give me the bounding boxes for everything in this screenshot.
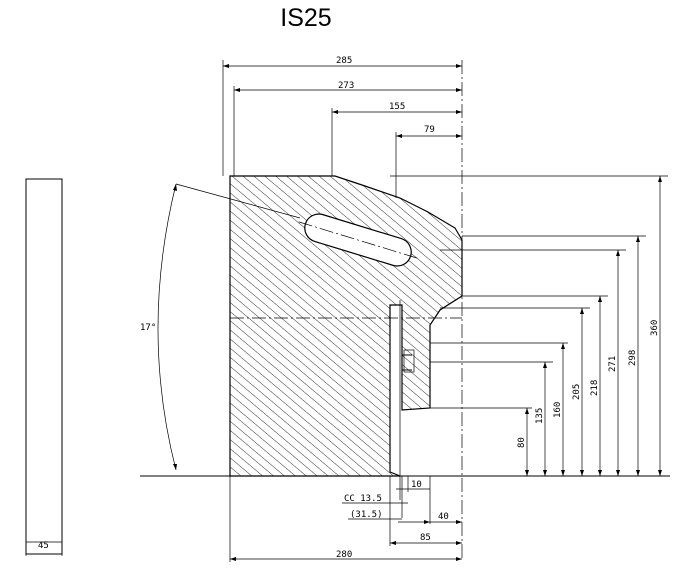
dim-79 xyxy=(396,134,462,138)
dim-135 xyxy=(543,362,547,476)
dim-135-label: 135 xyxy=(535,408,545,424)
dim-205-label: 205 xyxy=(572,384,582,400)
slot-hole xyxy=(298,213,418,267)
dim-280-label: 280 xyxy=(336,550,352,560)
dim-155-label: 155 xyxy=(389,102,405,112)
dim-273-label: 273 xyxy=(338,81,354,91)
main-profile-section xyxy=(229,175,463,477)
dim-85-label: 85 xyxy=(420,533,431,543)
dim-160 xyxy=(561,343,565,476)
bolt-detail xyxy=(403,349,415,373)
dim-40-label: 40 xyxy=(438,512,449,522)
dim-cc-label: CC 13.5 xyxy=(344,494,382,504)
dim-80-label: 80 xyxy=(517,437,527,448)
dim-271-label: 271 xyxy=(608,356,618,372)
dim-218 xyxy=(598,296,602,476)
dim-79-label: 79 xyxy=(424,125,435,135)
dim-360 xyxy=(658,176,662,476)
side-bar-profile xyxy=(25,178,63,556)
dim-315-label: (31.5) xyxy=(350,510,383,520)
dim-160-label: 160 xyxy=(553,402,563,418)
dim-298-label: 298 xyxy=(628,350,638,366)
dim-155 xyxy=(332,110,462,114)
dim-bar-45: 45 xyxy=(38,541,49,551)
dim-85 xyxy=(390,541,462,545)
dim-285-label: 285 xyxy=(336,56,352,66)
dim-271 xyxy=(616,250,620,476)
dim-angle xyxy=(157,183,301,477)
dim-10-label: 10 xyxy=(411,480,422,490)
dim-298 xyxy=(636,236,640,476)
dim-285 xyxy=(223,64,462,68)
drawing-title: IS25 xyxy=(280,4,332,32)
dim-280 xyxy=(230,557,462,561)
dim-40 xyxy=(398,520,462,524)
dim-205 xyxy=(580,308,584,476)
dim-360-label: 360 xyxy=(650,320,660,336)
dim-80 xyxy=(525,408,529,476)
dim-273 xyxy=(234,88,462,92)
dim-angle-label: 17° xyxy=(140,323,156,333)
dim-218-label: 218 xyxy=(590,380,600,396)
